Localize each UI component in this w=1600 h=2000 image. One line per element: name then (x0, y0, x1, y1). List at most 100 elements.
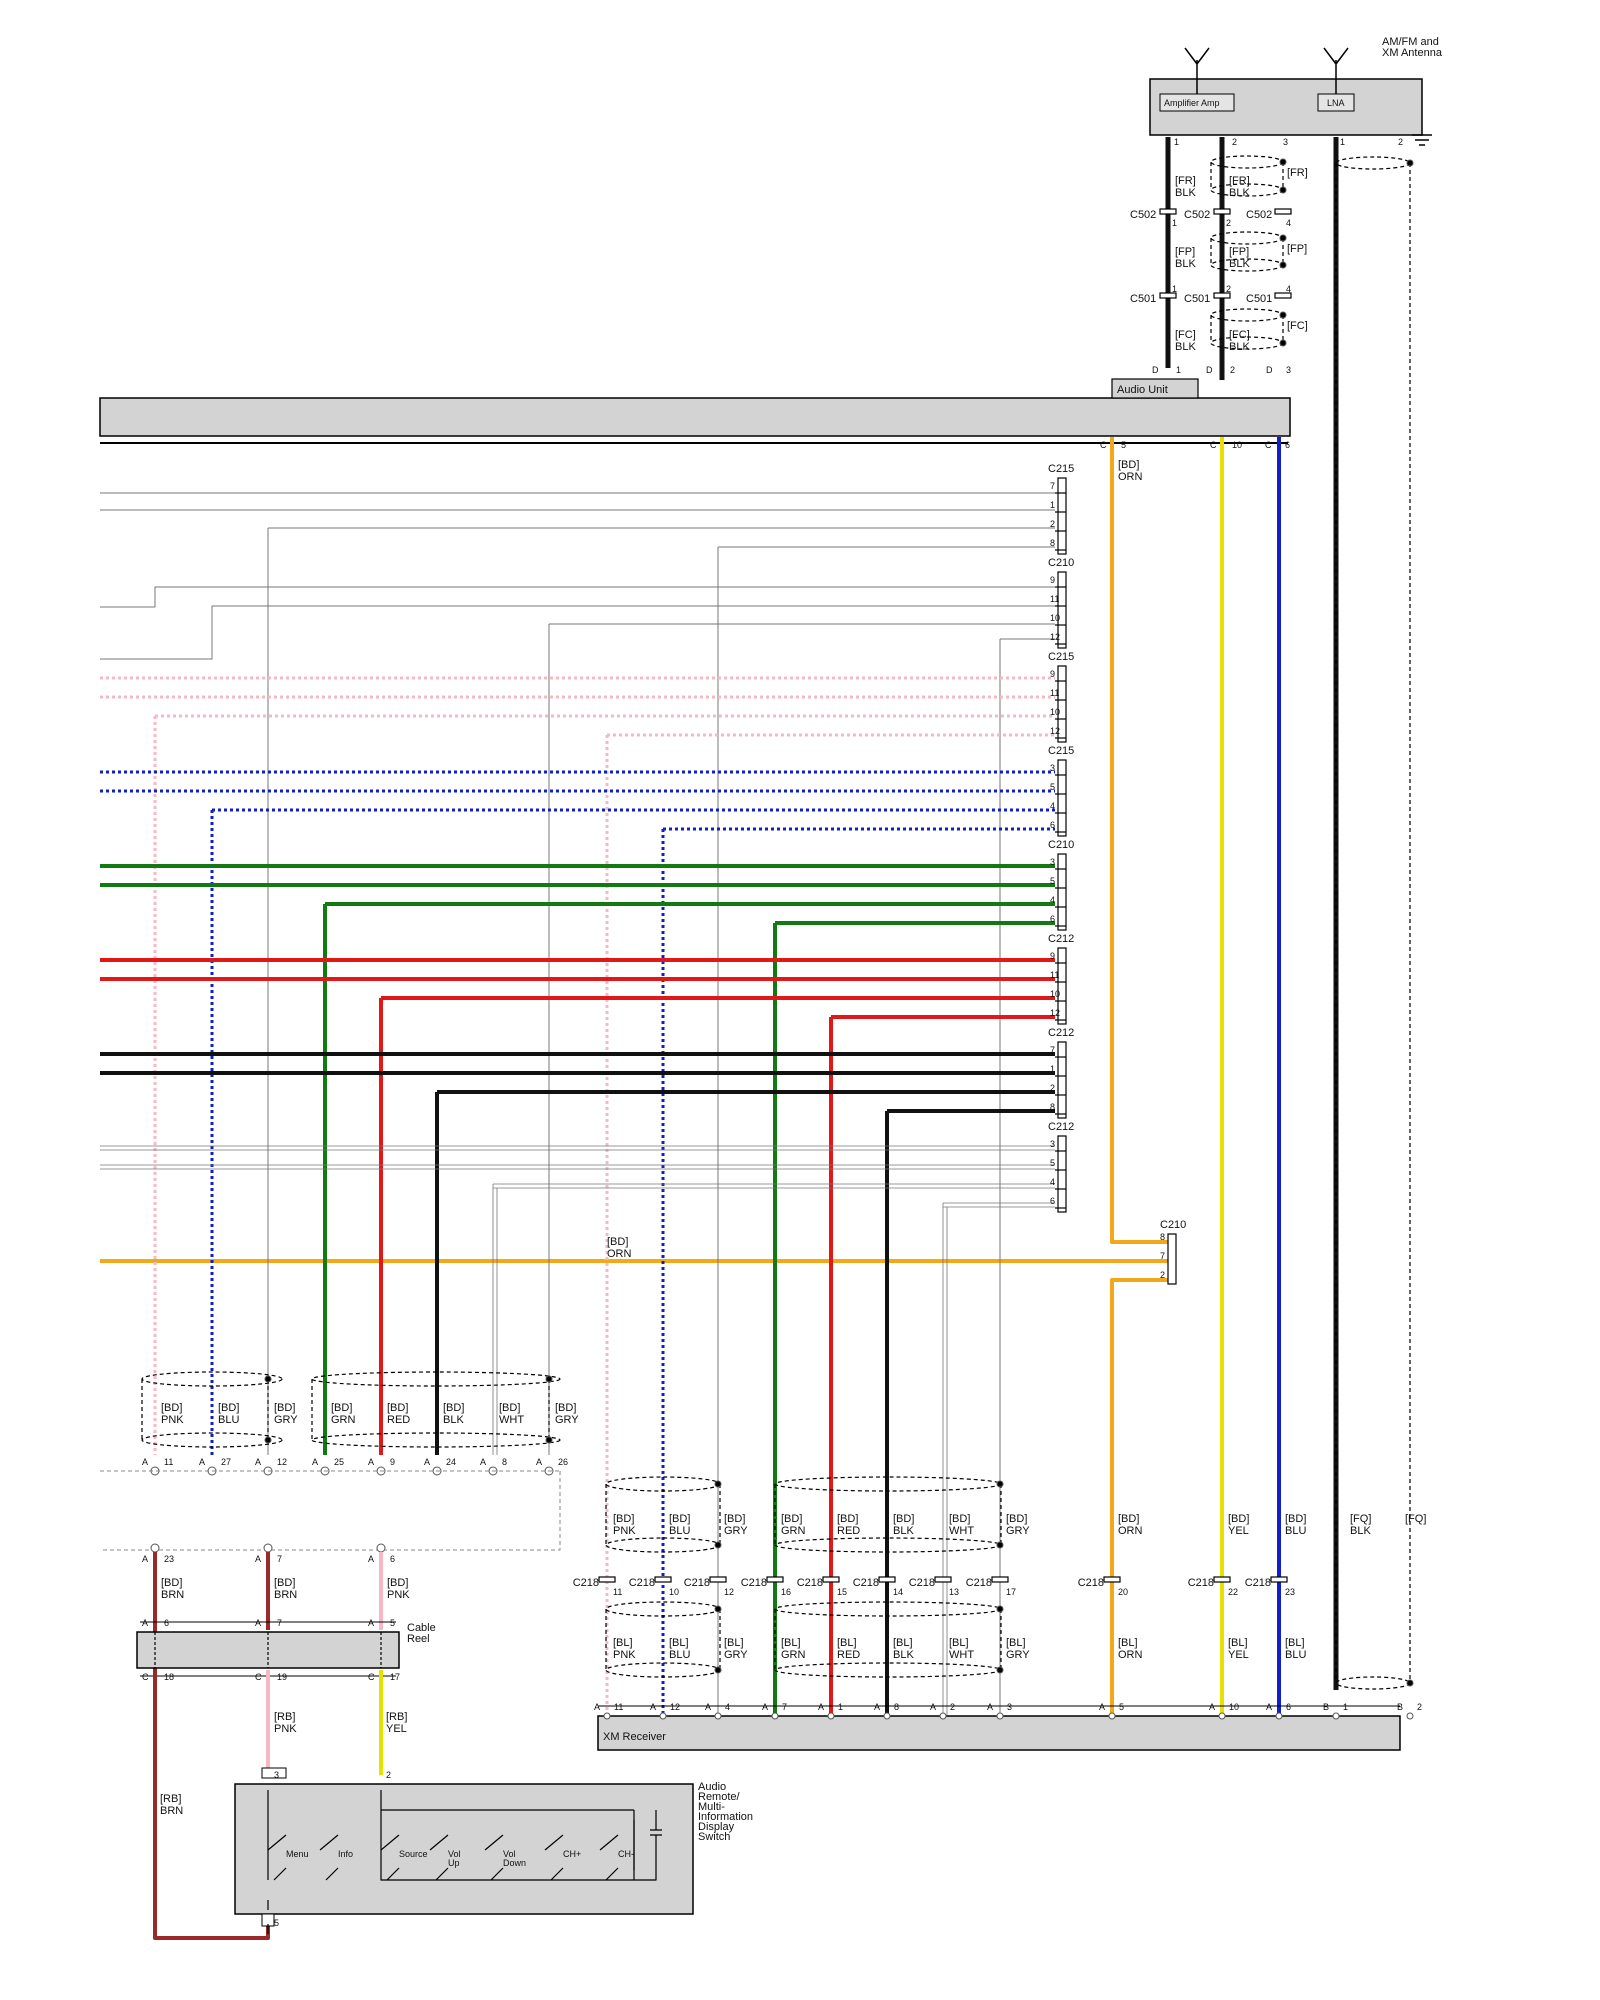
ground-icon (1412, 134, 1432, 146)
c218-pin: 23 (1285, 1587, 1295, 1597)
xm-bl-label: [BL] (837, 1637, 857, 1649)
connector-pin: 3 (1050, 763, 1055, 773)
audio-unit-box (99, 397, 1291, 437)
xm-bd-label: GRY (724, 1525, 748, 1537)
shield-dot (996, 1605, 1004, 1613)
orn-mid-label: [BD] (607, 1236, 628, 1248)
switch-button-label: CH- (618, 1849, 634, 1859)
connector-pin: 10 (1050, 613, 1060, 623)
inline-pin: 1 (1172, 284, 1177, 294)
c218-label: C218 (1188, 1577, 1214, 1589)
c218-connector (766, 1576, 784, 1583)
xm-pin-dot (996, 1712, 1004, 1720)
audio-unit-label: Audio Unit (1117, 384, 1168, 396)
connector-pin: 6 (1050, 1196, 1055, 1206)
audio-d-pin: 1 (1176, 365, 1181, 375)
connector-body (1057, 665, 1067, 743)
fc-blk-label: BLK (1175, 341, 1196, 353)
lna-pin: 2 (1398, 137, 1403, 147)
c218-pin: 12 (724, 1587, 734, 1597)
inline-connector (1159, 208, 1177, 215)
connector-body (1057, 947, 1067, 1025)
inline-connector (1274, 292, 1292, 299)
remote-switch-label: Multi- (698, 1801, 725, 1813)
c218-label: C218 (966, 1577, 992, 1589)
xm-bd-label: [BD] (837, 1513, 858, 1525)
xm-bl-label: YEL (1228, 1649, 1249, 1661)
c501-label: C501 (1130, 293, 1156, 305)
a-pin-conn: A (142, 1554, 148, 1564)
connector-pin: 12 (1050, 632, 1060, 642)
connector-pin: 4 (1050, 1177, 1055, 1187)
lower-wire-label: PNK (387, 1589, 410, 1601)
blue-dotted-drop (210, 808, 1055, 1455)
xm-pin-dot (1218, 1712, 1226, 1720)
fq-shield-top (1335, 156, 1411, 170)
connector-pin: 9 (1050, 669, 1055, 679)
shield-side (1210, 162, 1284, 190)
amp-pin: 1 (1174, 137, 1179, 147)
xm-shield-side (774, 1484, 1002, 1545)
audio-c-pin: 5 (1121, 440, 1126, 450)
connector-pin: 3 (1050, 857, 1055, 867)
remote-switch-box (234, 1783, 694, 1915)
switch-button-label: Info (338, 1849, 353, 1859)
inline-connector (1213, 292, 1231, 299)
connector-label: C215 (1048, 463, 1074, 475)
a-pin-wire-label: [BD] (161, 1402, 182, 1414)
c218-label: C218 (573, 1577, 599, 1589)
audio-c-pin: 6 (1285, 440, 1290, 450)
switch-pin: 5 (274, 1918, 279, 1928)
reel-pin: 6 (164, 1618, 169, 1628)
shield-dot (714, 1541, 722, 1549)
connector-pin: 11 (1050, 688, 1059, 698)
shield-side (1210, 238, 1284, 265)
shield-label: [FP] (1287, 243, 1307, 255)
switch-button-label: Vol (448, 1849, 461, 1859)
rb-yel-label: [RB] (386, 1711, 407, 1723)
xm-bl-label: [BL] (949, 1637, 969, 1649)
rb-brn-label: BRN (160, 1805, 183, 1817)
xm-pin-conn: A (705, 1702, 711, 1712)
c218-connector (991, 1576, 1009, 1583)
a-pin-wire-label: [BD] (555, 1402, 576, 1414)
shield-label: [FC] (1287, 320, 1308, 332)
shield-dot (264, 1375, 272, 1383)
reel-pin: 5 (390, 1618, 395, 1628)
c218-pin: 22 (1228, 1587, 1238, 1597)
switch-pin: 2 (386, 1770, 391, 1780)
connector-pin: 4 (1050, 895, 1055, 905)
a-pin-number: 26 (558, 1457, 568, 1467)
c218-label: C218 (909, 1577, 935, 1589)
connector-pin: 8 (1050, 1102, 1055, 1112)
connector-label: C210 (1160, 1219, 1186, 1231)
gray-wire-drop (548, 623, 1055, 1455)
gray-wire-drop (717, 546, 1055, 1715)
xm-pin: 10 (1229, 1702, 1239, 1712)
xm-bd-label: [BD] (893, 1513, 914, 1525)
connector-label: C210 (1048, 839, 1074, 851)
xm-bl-label: BLU (669, 1649, 690, 1661)
xm-pin: 4 (725, 1702, 730, 1712)
xm-receiver-box (597, 1715, 1401, 1751)
shield-label: [FR] (1287, 167, 1308, 179)
xm-bl-label: [BL] (1118, 1637, 1138, 1649)
a-pin-wire-label: [BD] (499, 1402, 520, 1414)
connector-body (1057, 853, 1067, 931)
xm-bl-label: [BL] (1228, 1637, 1248, 1649)
switch-button-label: CH+ (563, 1849, 581, 1859)
audio-d-conn: D (1206, 365, 1213, 375)
switch-button-label: Source (399, 1849, 428, 1859)
xm-pin: 5 (1119, 1702, 1124, 1712)
reel-pin-conn: A (142, 1618, 148, 1628)
c218-pin: 20 (1118, 1587, 1128, 1597)
xm-bl-label: ORN (1118, 1649, 1143, 1661)
a-pin-wire-label: [BD] (274, 1402, 295, 1414)
c502-label: C502 (1130, 209, 1156, 221)
gray-wire (100, 586, 1055, 608)
a-pin-conn: A (199, 1457, 205, 1467)
shield-dot (1279, 158, 1287, 166)
reel-pin-conn: C (142, 1672, 149, 1682)
a-pin-conn: A (142, 1457, 148, 1467)
a-pin-wire-label: WHT (499, 1414, 524, 1426)
